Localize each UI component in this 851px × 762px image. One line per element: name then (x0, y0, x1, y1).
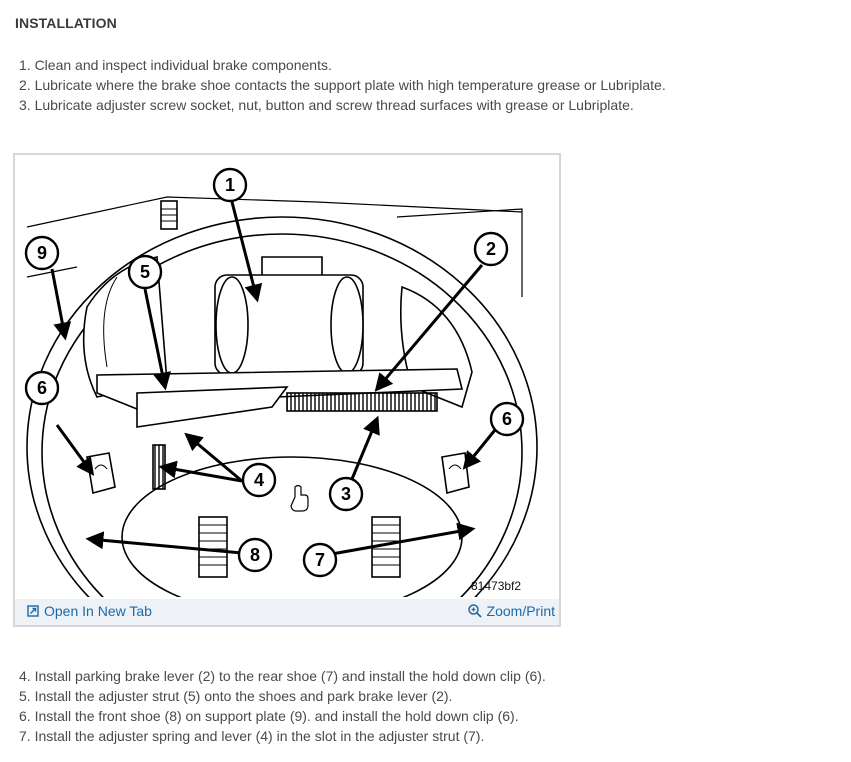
section-heading: INSTALLATION (15, 15, 117, 31)
callout-7: 7 (315, 550, 325, 570)
callout-8: 8 (250, 545, 260, 565)
step-item: 6. Install the front shoe (8) on support… (19, 708, 519, 724)
open-new-tab-link[interactable]: Open In New Tab (27, 603, 152, 619)
drum-brake-diagram[interactable]: 1 2 3 4 5 6 6 7 8 9 (17, 157, 557, 597)
step-item: 7. Install the adjuster spring and lever… (19, 728, 485, 744)
step-item: 4. Install parking brake lever (2) to th… (19, 668, 546, 684)
figure-code: 81473bf2 (471, 579, 522, 593)
step-item: 3. Lubricate adjuster screw socket, nut,… (19, 97, 634, 113)
zoom-print-label: Zoom/Print (486, 603, 555, 619)
brake-diagram-figure: 1 2 3 4 5 6 6 7 8 9 81473bf2 Open In New… (13, 153, 561, 627)
figure-footer: Open In New Tab Zoom/Print (15, 599, 559, 625)
zoom-print-link[interactable]: Zoom/Print (467, 603, 555, 619)
step-item: 1. Clean and inspect individual brake co… (19, 57, 332, 73)
callout-6-left: 6 (37, 378, 47, 398)
callout-9: 9 (37, 243, 47, 263)
installation-steps-list-continued: 4. Install parking brake lever (2) to th… (19, 666, 546, 746)
callout-6-right: 6 (502, 409, 512, 429)
callout-5: 5 (140, 262, 150, 282)
open-new-tab-icon (27, 605, 39, 617)
diagram-artwork (26, 196, 538, 597)
callout-markers (24, 167, 525, 578)
magnifier-plus-icon (467, 604, 482, 618)
callout-leaders (50, 201, 501, 559)
open-new-tab-label: Open In New Tab (44, 603, 152, 619)
callout-2: 2 (486, 239, 496, 259)
callout-4: 4 (254, 470, 264, 490)
callout-3: 3 (341, 484, 351, 504)
step-item: 2. Lubricate where the brake shoe contac… (19, 77, 666, 93)
callout-1: 1 (225, 175, 235, 195)
step-item: 5. Install the adjuster strut (5) onto t… (19, 688, 453, 704)
installation-steps-list: 1. Clean and inspect individual brake co… (19, 55, 666, 115)
